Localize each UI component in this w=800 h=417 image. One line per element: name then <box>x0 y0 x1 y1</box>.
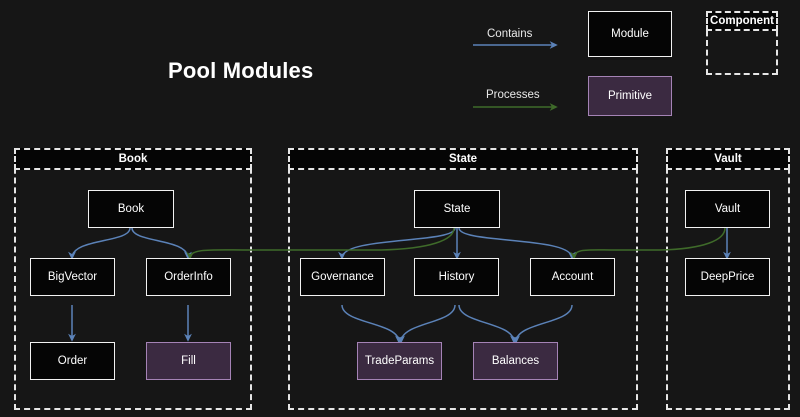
node-balances[interactable]: Balances <box>473 342 558 380</box>
node-orderinfo-label: OrderInfo <box>164 270 213 283</box>
node-orderinfo[interactable]: OrderInfo <box>146 258 231 296</box>
legend-primitive-label: Primitive <box>607 89 653 102</box>
node-fill-label: Fill <box>181 354 196 367</box>
cluster-state-label: State <box>448 153 478 165</box>
legend-module-label: Module <box>611 27 649 40</box>
node-tradeparams[interactable]: TradeParams <box>357 342 442 380</box>
node-bigvector[interactable]: BigVector <box>30 258 115 296</box>
node-bigvector-label: BigVector <box>47 270 98 283</box>
legend-component-label: Component <box>710 15 774 27</box>
legend-contains-label: Contains <box>487 28 533 40</box>
cluster-book-label: Book <box>118 153 148 165</box>
node-order-label: Order <box>57 354 88 367</box>
node-deepprice-label: DeepPrice <box>700 270 755 283</box>
node-state[interactable]: State <box>414 190 500 228</box>
cluster-vault-label: Vault <box>714 153 742 165</box>
node-governance[interactable]: Governance <box>300 258 385 296</box>
node-vault-label: Vault <box>714 202 741 215</box>
node-account[interactable]: Account <box>530 258 615 296</box>
node-fill[interactable]: Fill <box>146 342 231 380</box>
cluster-book-header: Book <box>14 148 252 170</box>
node-state-label: State <box>443 202 471 215</box>
node-history[interactable]: History <box>414 258 499 296</box>
node-order[interactable]: Order <box>30 342 115 380</box>
legend-component-header: Component <box>706 11 778 31</box>
node-tradeparams-label: TradeParams <box>364 354 435 367</box>
legend-primitive-box: Primitive <box>588 76 672 116</box>
legend-module-box: Module <box>588 11 672 57</box>
node-book[interactable]: Book <box>88 190 174 228</box>
cluster-vault-header: Vault <box>666 148 790 170</box>
legend-processes-label: Processes <box>486 89 540 101</box>
node-deepprice[interactable]: DeepPrice <box>685 258 770 296</box>
node-account-label: Account <box>551 270 594 283</box>
node-balances-label: Balances <box>491 354 540 367</box>
node-history-label: History <box>438 270 475 283</box>
page-title: Pool Modules <box>168 58 314 83</box>
cluster-state-header: State <box>288 148 638 170</box>
node-governance-label: Governance <box>311 270 374 283</box>
node-book-label: Book <box>117 202 145 215</box>
node-vault[interactable]: Vault <box>685 190 770 228</box>
